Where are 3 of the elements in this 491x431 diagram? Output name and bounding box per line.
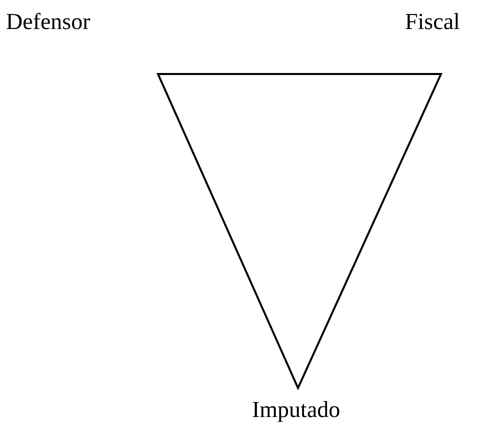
vertex-label: Fiscal [405,10,460,33]
vertex-label: Defensor [6,10,90,33]
vertex-label: Imputado [252,398,340,421]
